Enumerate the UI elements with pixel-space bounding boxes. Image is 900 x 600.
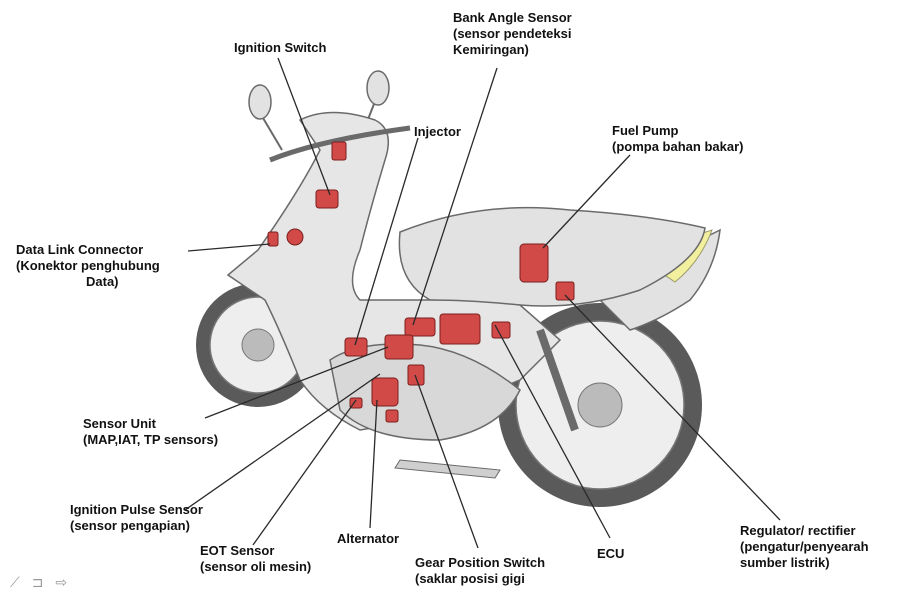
label-line: Gear Position Switch bbox=[415, 555, 546, 570]
leader-ignition-switch bbox=[277, 57, 331, 196]
label-ignition-pulse-sensor: Ignition Pulse Sensor (sensor pengapian) bbox=[70, 502, 203, 534]
leader-bank-angle bbox=[412, 67, 498, 326]
pulse-part bbox=[349, 397, 363, 409]
dlc-part bbox=[267, 231, 279, 247]
regulator-part bbox=[555, 281, 575, 301]
relay-part bbox=[491, 321, 511, 339]
label-line: (pengatur/penyearah bbox=[740, 539, 869, 554]
label-line: Injector bbox=[414, 124, 461, 139]
label-line: (saklar posisi gigi bbox=[415, 571, 525, 586]
label-ecu: ECU bbox=[597, 546, 624, 562]
slideshow-toolbar: ⟋ ⊐ ⇨ bbox=[10, 574, 75, 591]
label-data-link-connector: Data Link Connector (Konektor penghubung… bbox=[16, 242, 160, 290]
label-line: EOT Sensor bbox=[200, 543, 275, 558]
fuel-pump-part bbox=[519, 243, 549, 283]
label-line: (sensor pendeteksi bbox=[453, 26, 572, 41]
components bbox=[267, 141, 575, 423]
leader-sensor-unit bbox=[204, 346, 389, 419]
rear-suspension bbox=[536, 328, 579, 432]
leader-regulator bbox=[564, 294, 781, 521]
label-line: Ignition Pulse Sensor bbox=[70, 502, 203, 517]
label-regulator-rectifier: Regulator/ rectifier (pengatur/penyearah… bbox=[740, 523, 869, 571]
label-line: Bank Angle Sensor bbox=[453, 10, 572, 25]
label-line: (sensor pengapian) bbox=[70, 518, 190, 533]
pen-icon[interactable]: ⟋ bbox=[10, 574, 20, 590]
handlebar bbox=[269, 125, 411, 163]
eot-part bbox=[385, 409, 399, 423]
leader-data-link bbox=[187, 243, 271, 252]
leader-injector bbox=[354, 137, 419, 346]
label-bank-angle-sensor: Bank Angle Sensor (sensor pendeteksi Kem… bbox=[453, 10, 572, 58]
sensor-unit-part bbox=[344, 337, 368, 357]
injector-part bbox=[404, 317, 436, 337]
screen-icon[interactable]: ⊐ bbox=[31, 574, 44, 590]
label-line: Data Link Connector bbox=[16, 242, 144, 257]
leader-ecu bbox=[494, 324, 611, 539]
alternator-part bbox=[371, 377, 399, 407]
label-line: Sensor Unit bbox=[83, 416, 156, 431]
gear-switch-part bbox=[407, 364, 425, 386]
dlc-part-2 bbox=[286, 228, 304, 246]
label-eot-sensor: EOT Sensor (sensor oli mesin) bbox=[200, 543, 311, 575]
leader-gear-position bbox=[414, 374, 479, 549]
label-line: (MAP,IAT, TP sensors) bbox=[83, 432, 219, 447]
bank-angle-part bbox=[315, 189, 339, 209]
leader-lines bbox=[184, 57, 781, 549]
next-arrow-icon[interactable]: ⇨ bbox=[55, 574, 68, 590]
label-line: (Konektor penghubung bbox=[16, 258, 160, 273]
label-line: Ignition Switch bbox=[234, 40, 327, 55]
label-line: (sensor oli mesin) bbox=[200, 559, 312, 574]
label-fuel-pump: Fuel Pump (pompa bahan bakar) bbox=[612, 123, 743, 155]
label-line: Fuel Pump bbox=[612, 123, 679, 138]
label-line: sumber listrik) bbox=[740, 555, 830, 570]
leader-alternator bbox=[369, 399, 378, 529]
label-alternator: Alternator bbox=[337, 531, 399, 547]
ignition-switch-part bbox=[331, 141, 347, 161]
label-ignition-switch: Ignition Switch bbox=[234, 40, 326, 56]
label-gear-position-switch: Gear Position Switch (saklar posisi gigi bbox=[415, 555, 545, 587]
leader-fuel-pump bbox=[542, 154, 631, 249]
ecu-part bbox=[439, 313, 481, 345]
leader-eot bbox=[252, 399, 357, 546]
label-line: ECU bbox=[597, 546, 625, 561]
label-injector: Injector bbox=[414, 124, 461, 140]
main-body bbox=[226, 111, 562, 431]
label-line: Kemiringan) bbox=[453, 42, 529, 57]
label-line: (pompa bahan bakar) bbox=[612, 139, 744, 154]
label-sensor-unit: Sensor Unit (MAP,IAT, TP sensors) bbox=[83, 416, 218, 448]
label-line: Regulator/ rectifier bbox=[740, 523, 856, 538]
label-line: Alternator bbox=[337, 531, 400, 546]
leader-ignition-pulse bbox=[184, 373, 381, 511]
throttle-part bbox=[384, 334, 414, 360]
label-line: Data) bbox=[86, 274, 119, 289]
footrest bbox=[394, 459, 501, 479]
